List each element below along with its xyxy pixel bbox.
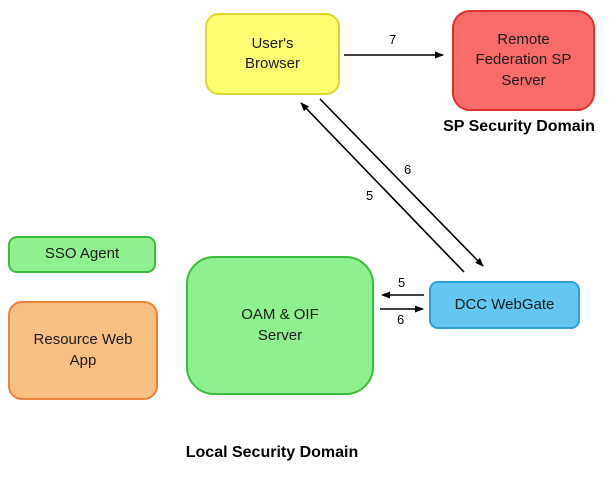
arrow-label-horizontal-6: 6	[397, 312, 405, 327]
arrow-label-diagonal-6: 6	[404, 162, 412, 177]
arrow-label-horizontal-5: 5	[398, 275, 406, 290]
sp-security-domain-label: SP Security Domain	[443, 118, 595, 135]
node-remote-federation-sp-server: Remote Federation SP Server	[452, 10, 595, 111]
node-remote-sp-label: Remote Federation SP Server	[475, 31, 572, 89]
node-users-browser-label: User's Browser	[244, 34, 300, 72]
arrow-dcc-to-browser	[300, 102, 465, 273]
arrow-label-diagonal-5: 5	[366, 188, 374, 203]
node-resource-web-app-label: Resource Web App	[33, 331, 133, 369]
node-dcc-webgate-label: DCC WebGate	[454, 295, 555, 313]
node-resource-web-app: Resource Web App	[8, 301, 158, 400]
local-security-domain-label: Local Security Domain	[185, 444, 359, 461]
node-oam-oif-label: OAM & OIF Server	[241, 306, 319, 344]
node-users-browser: User's Browser	[205, 13, 340, 95]
node-sso-agent: SSO Agent	[8, 236, 156, 273]
node-sso-agent-label: SSO Agent	[44, 245, 120, 263]
arrow-label-7: 7	[389, 32, 397, 47]
node-oam-oif-server: OAM & OIF Server	[186, 256, 374, 395]
node-dcc-webgate: DCC WebGate	[429, 281, 580, 329]
arrow-browser-to-dcc	[319, 98, 484, 267]
